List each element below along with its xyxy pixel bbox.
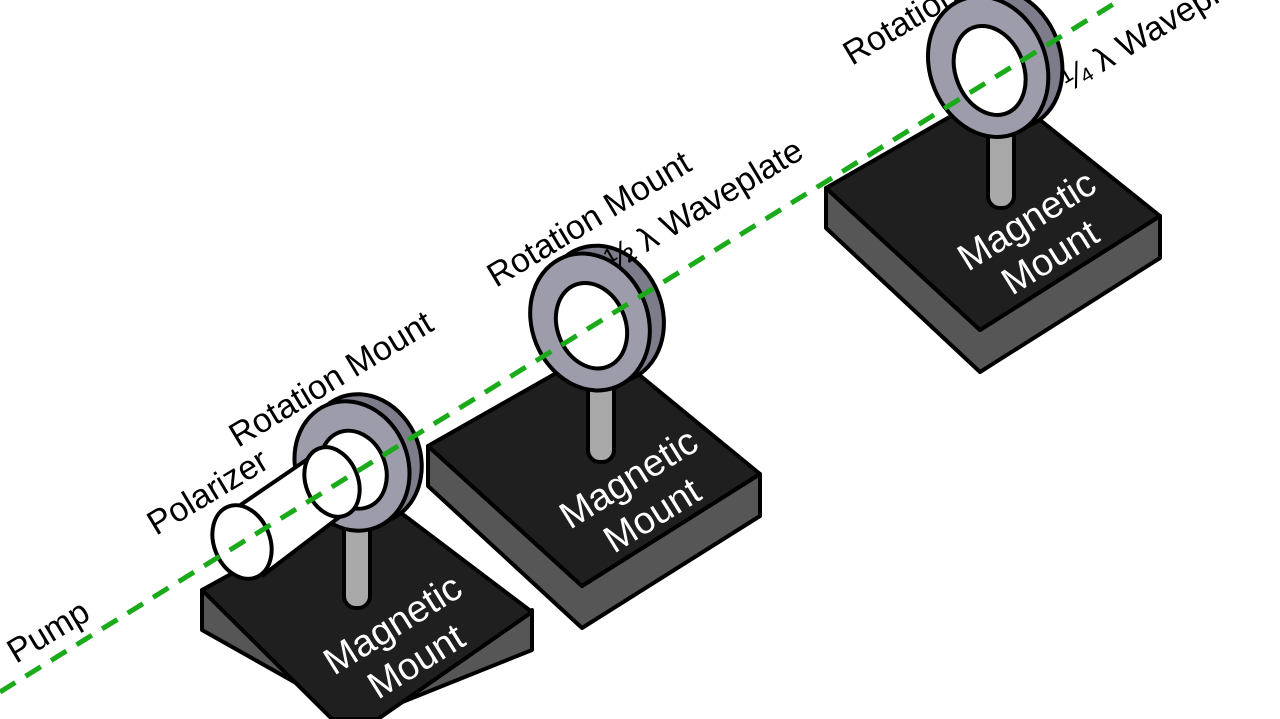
- quarter-waveplate-label: ¼ λ Waveplate: [1055, 0, 1266, 99]
- station-half-waveplate: Magnetic Mount Rotation Mount ½ λ Wavepl…: [426, 131, 810, 630]
- rotation-mount-ring-2: [528, 243, 666, 393]
- magnetic-mount-base-3: Magnetic Mount: [824, 86, 1162, 374]
- pump-label: Pump: [1, 593, 97, 671]
- magnetic-mount-base-2: Magnetic Mount: [426, 344, 762, 630]
- station-quarter-waveplate: Magnetic Mount Rotation Mount ¼ λ Wavepl…: [824, 0, 1266, 374]
- mount-top-2: [426, 344, 762, 588]
- mount-top-3: [824, 86, 1162, 332]
- pump-beam: [0, 0, 1122, 695]
